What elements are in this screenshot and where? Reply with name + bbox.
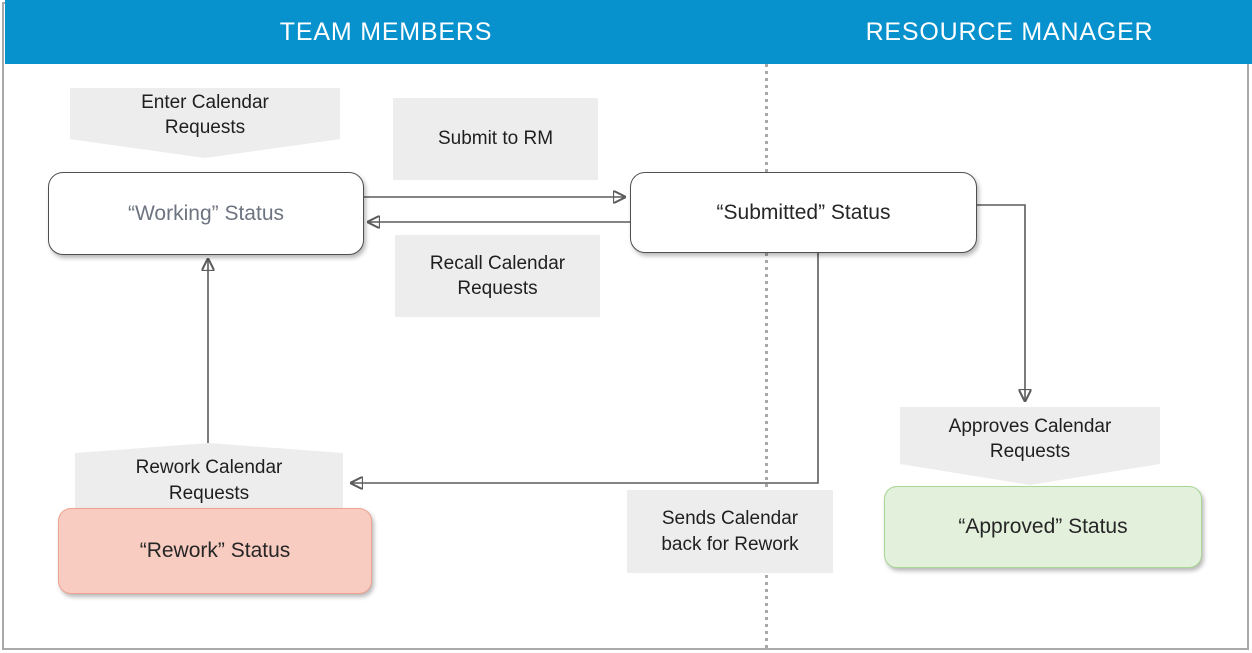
lane-title-team-members: TEAM MEMBERS bbox=[279, 17, 493, 46]
node-rework-status: “Rework” Status bbox=[58, 508, 372, 594]
node-working-status: “Working” Status bbox=[48, 172, 364, 255]
header-bar: TEAM MEMBERS RESOURCE MANAGER bbox=[5, 0, 1252, 64]
node-submitted-status: “Submitted” Status bbox=[630, 172, 977, 253]
label-enter-calendar-requests: Enter Calendar Requests bbox=[70, 88, 340, 158]
label-rework-calendar-requests: Rework Calendar Requests bbox=[75, 443, 343, 510]
label-sends-calendar-back-for-rework: Sends Calendar back for Rework bbox=[627, 490, 833, 573]
node-approved-status: “Approved” Status bbox=[884, 486, 1202, 568]
label-submit-to-rm: Submit to RM bbox=[393, 98, 598, 180]
lane-title-resource-manager: RESOURCE MANAGER bbox=[865, 17, 1154, 46]
label-recall-calendar-requests: Recall Calendar Requests bbox=[395, 235, 600, 317]
